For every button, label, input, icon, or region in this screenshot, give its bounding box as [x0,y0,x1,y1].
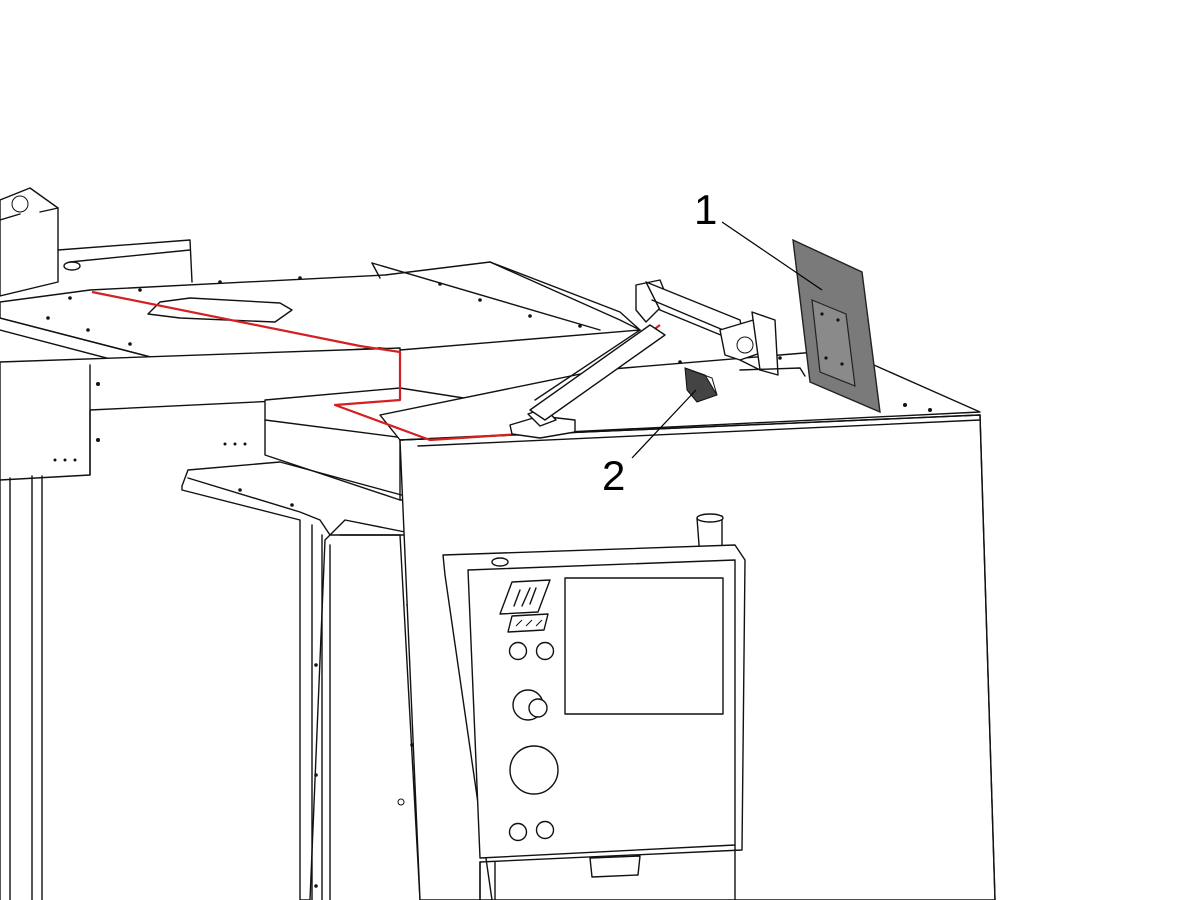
pendant-screen [564,577,724,715]
monitor-arm [509,279,806,439]
left-cabinet [0,347,401,900]
monitor-mount-plate [811,299,856,387]
left-top-assembly [0,187,193,297]
callout-1-label: 1 [694,186,717,233]
door-frame [181,461,421,900]
callout-2-label: 2 [602,452,625,499]
callout-1: 1 [694,186,823,291]
monitor [792,238,881,414]
control-pendant [442,544,746,900]
haas-logo [499,579,551,633]
callout-2: 2 [602,389,697,499]
rear-top-deck [0,261,641,373]
